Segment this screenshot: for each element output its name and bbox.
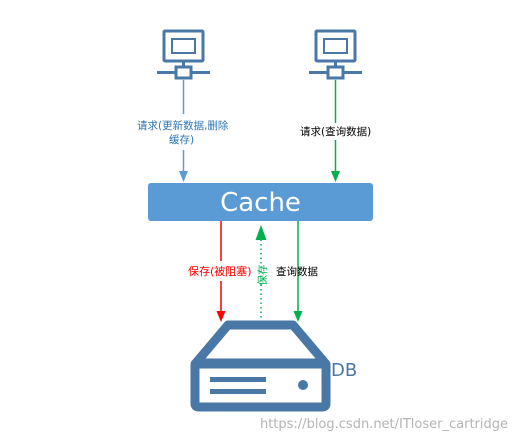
database-server-icon (190, 320, 331, 412)
query-arrow (293, 221, 303, 322)
save-blocked-label: 保存(被阻塞) (188, 264, 252, 278)
left-computer-icon (157, 29, 210, 80)
left-request-label-line1: 请求(更新数据,删除 (137, 119, 229, 132)
save-back-label: 保存 (256, 264, 269, 285)
right-request-arrow (331, 80, 340, 182)
db-label: DB (331, 360, 357, 381)
save-back-arrow (255, 225, 267, 322)
left-request-arrow (179, 80, 188, 182)
cache-label: Cache (220, 188, 301, 218)
left-request-label-line2: 缓存) (169, 133, 194, 146)
save-blocked-arrow (216, 221, 226, 322)
watermark-url: https://blog.csdn.net/ITloser_cartridge (260, 417, 508, 432)
right-computer-icon (309, 29, 362, 80)
query-label: 查询数据 (276, 265, 318, 278)
cache-box: Cache (148, 183, 373, 221)
right-request-label: 请求(查询数据) (300, 125, 371, 138)
